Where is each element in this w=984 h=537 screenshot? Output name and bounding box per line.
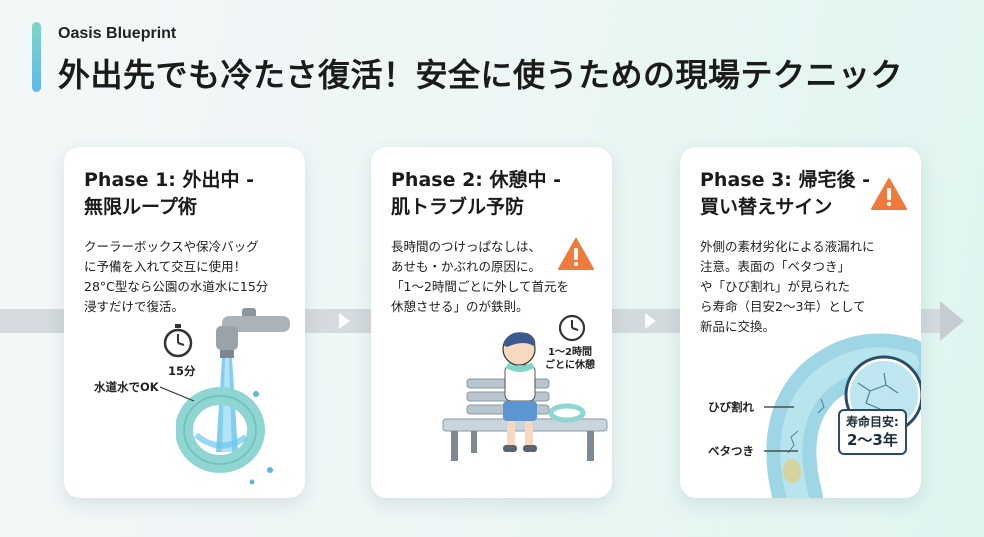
phase-body: 外側の素材劣化による液漏れに 注意。表面の「ベタつき」 や「ひび割れ」が見られた… bbox=[700, 237, 875, 337]
phase-card-3: Phase 3: 帰宅後 - 買い替えサイン 外側の素材劣化による液漏れに 注意… bbox=[680, 147, 921, 498]
sticky-pointer-icon bbox=[764, 450, 798, 452]
faucet-icon bbox=[191, 308, 290, 485]
body-line: 「1〜2時間ごとに外して首元を bbox=[391, 279, 570, 294]
phase-heading: Phase 1: 外出中 - 無限ループ術 bbox=[84, 167, 287, 221]
break-interval-label: 1〜2時間 ごとに休憩 bbox=[545, 346, 595, 372]
page-title: 外出先でも冷たさ復活！安全に使うための現場テクニック bbox=[58, 56, 904, 94]
phase-body: 長時間のつけっぱなしは、 あせも・かぶれの原因に。 「1〜2時間ごとに外して首元… bbox=[391, 237, 569, 317]
break-interval-line: ごとに休憩 bbox=[545, 360, 595, 371]
body-line: 28°C型なら公園の水道水に15分 bbox=[84, 279, 269, 294]
body-line: に予備を入れて交互に使用！ bbox=[84, 259, 247, 274]
title-accent-bar bbox=[32, 22, 41, 92]
body-line: クーラーボックスや保冷バッグ bbox=[84, 239, 259, 254]
phase-heading-line: Phase 2: 休憩中 - bbox=[391, 169, 562, 191]
body-line: ら寿命（目安2〜3年）として bbox=[700, 299, 866, 314]
lifespan-label: 寿命目安: bbox=[846, 415, 899, 429]
lifespan-value: 2〜3年 bbox=[846, 431, 898, 449]
warning-icon bbox=[558, 238, 594, 270]
stopwatch-icon bbox=[163, 324, 193, 358]
tap-water-label: 水道水でOK bbox=[94, 380, 159, 394]
phase-heading-line: Phase 1: 外出中 - bbox=[84, 169, 255, 191]
body-line: 浸すだけで復活。 bbox=[84, 299, 185, 314]
crack-label: ひび割れ bbox=[708, 400, 754, 414]
body-line: 新品に交換。 bbox=[700, 319, 776, 334]
phase-heading-line: Phase 3: 帰宅後 - bbox=[700, 169, 871, 191]
chevron-right-icon bbox=[645, 313, 656, 329]
boy-on-bench-icon bbox=[442, 332, 608, 461]
phase-body: クーラーボックスや保冷バッグ に予備を入れて交互に使用！ 28°C型なら公園の水… bbox=[84, 237, 268, 317]
phase-heading-line: 買い替えサイン bbox=[700, 196, 833, 218]
phase-card-1: Phase 1: 外出中 - 無限ループ術 クーラーボックスや保冷バッグ に予備… bbox=[64, 147, 305, 498]
clock-icon bbox=[558, 314, 586, 342]
chevron-right-icon bbox=[339, 313, 350, 329]
phase-card-2: Phase 2: 休憩中 - 肌トラブル予防 長時間のつけっぱなしは、 あせも・… bbox=[371, 147, 612, 498]
phase-heading-line: 無限ループ術 bbox=[84, 196, 197, 218]
break-interval-line: 1〜2時間 bbox=[548, 347, 592, 358]
phase-heading: Phase 3: 帰宅後 - 買い替えサイン bbox=[700, 167, 903, 221]
body-line: や「ひび割れ」が見られた bbox=[700, 279, 851, 294]
sticky-label: ベタつき bbox=[708, 444, 754, 458]
body-line: 外側の素材劣化による液漏れに bbox=[700, 239, 875, 254]
body-line: 注意。表面の「ベタつき」 bbox=[700, 259, 851, 274]
body-line: 長時間のつけっぱなしは、 bbox=[391, 239, 542, 254]
crack-pointer-icon bbox=[764, 406, 794, 408]
brand-label: Oasis Blueprint bbox=[58, 25, 177, 42]
flow-arrow-head-icon bbox=[940, 301, 964, 341]
pointer-line-icon bbox=[160, 386, 195, 402]
lifespan-badge: 寿命目安: 2〜3年 bbox=[838, 409, 907, 455]
phase-heading-line: 肌トラブル予防 bbox=[391, 196, 525, 218]
body-line: あせも・かぶれの原因に。 bbox=[391, 259, 542, 274]
timer-label: 15分 bbox=[168, 364, 196, 378]
warning-icon bbox=[871, 178, 907, 210]
body-line: 休憩させる」のが鉄則。 bbox=[391, 299, 529, 314]
phase-heading: Phase 2: 休憩中 - 肌トラブル予防 bbox=[391, 167, 594, 221]
cooling-ring-icon bbox=[176, 387, 265, 473]
